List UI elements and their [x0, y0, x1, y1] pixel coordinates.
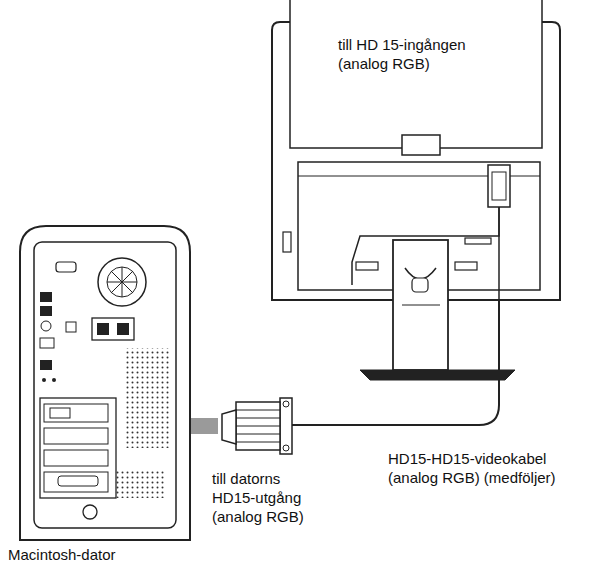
label-text: HD15-HD15-videokabel (analog RGB) (medfö… [388, 450, 556, 486]
computer-label: Macintosh-dator [8, 546, 188, 565]
label-text: till datorns HD15-utgång (analog RGB) [212, 470, 304, 525]
label-text: Macintosh-dator [8, 546, 116, 563]
input-label: till HD 15-ingången (analog RGB) [338, 36, 503, 74]
label-text: till HD 15-ingången (analog RGB) [338, 36, 466, 72]
cable-label: HD15-HD15-videokabel (analog RGB) (medfö… [388, 450, 588, 488]
output-label: till datorns HD15-utgång (analog RGB) [212, 470, 320, 526]
